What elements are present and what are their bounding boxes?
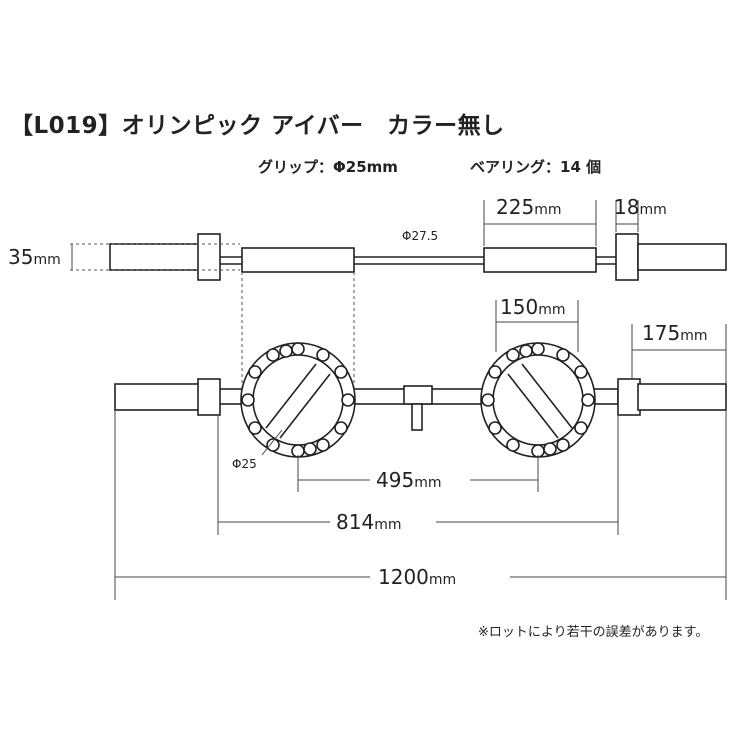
- top-right-collar: [615, 233, 639, 281]
- dim-inner-collars: 814mm: [336, 510, 402, 534]
- dim-collar-width: 18mm: [614, 195, 667, 219]
- dim-grip-width: 150mm: [500, 295, 566, 319]
- page-title: 【L019】オリンピック アイバー カラー無し: [10, 113, 505, 139]
- top-left-collar: [197, 233, 221, 281]
- dim-grip-bar-dia: Φ25: [232, 457, 257, 471]
- dim-sleeve-length: 225mm: [496, 195, 562, 219]
- top-left-grip: [241, 247, 355, 273]
- bottom-left-sleeve: [114, 383, 201, 411]
- dim-grip-spacing: 495mm: [376, 468, 442, 492]
- bottom-left-collar: [197, 378, 221, 416]
- dim-shaft-dia: Φ27.5: [402, 229, 439, 243]
- bottom-right-sleeve: [637, 383, 727, 411]
- grip-spec: グリップ：Φ25mm: [258, 158, 398, 176]
- left-grip-ring: [240, 342, 356, 458]
- bearing-spec: ベアリング：14 個: [470, 158, 602, 176]
- center-post: [411, 403, 423, 431]
- center-bracket: [403, 385, 433, 405]
- dim-total-length: 1200mm: [378, 565, 457, 589]
- top-right-grip: [483, 247, 597, 273]
- top-left-sleeve: [109, 243, 201, 271]
- bottom-right-collar: [617, 378, 641, 416]
- tolerance-note: ※ロットにより若干の誤差があります。: [478, 625, 709, 640]
- dim-collar-dia: 35mm: [8, 245, 61, 269]
- top-right-sleeve: [637, 243, 727, 271]
- right-grip-ring: [480, 342, 596, 458]
- dim-end-sleeve: 175mm: [642, 321, 708, 345]
